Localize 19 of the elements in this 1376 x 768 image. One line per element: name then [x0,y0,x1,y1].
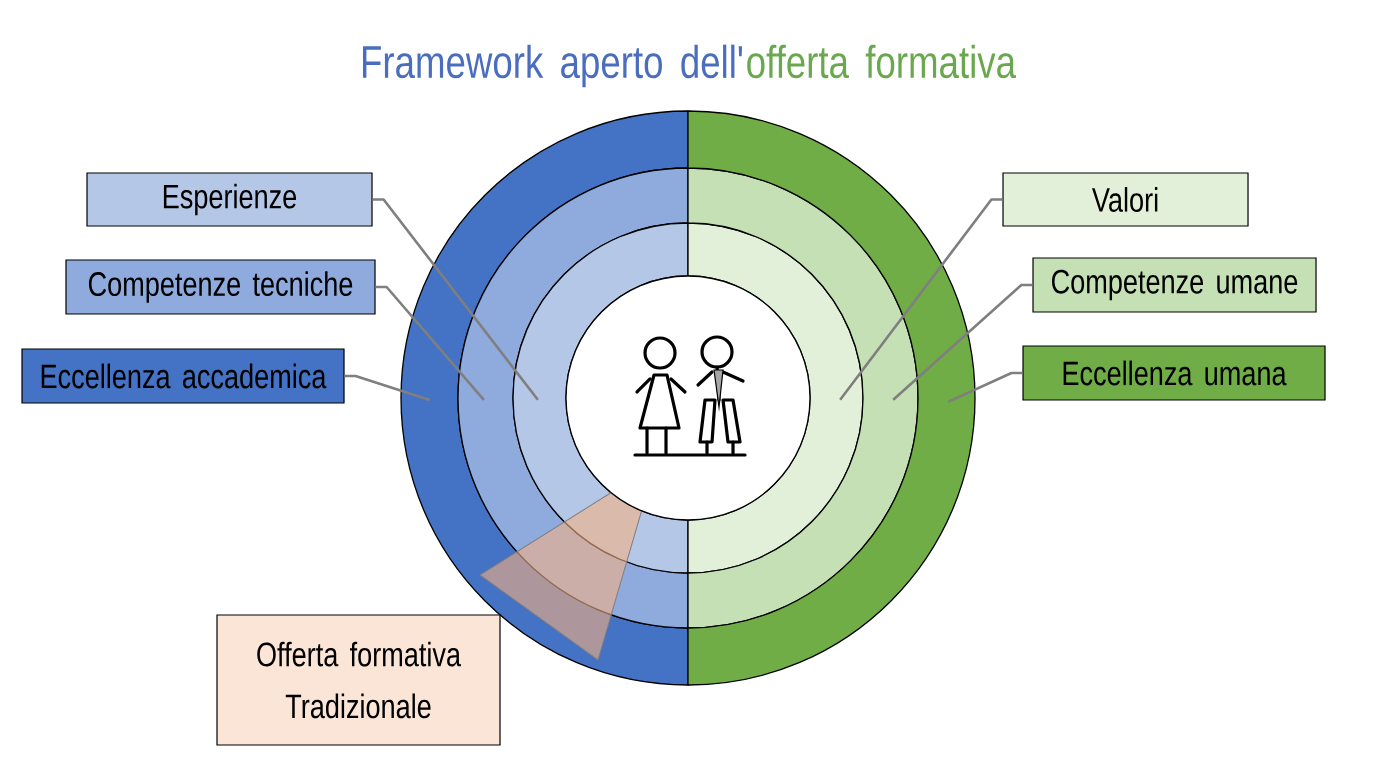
label-box: Eccellenza umana [1022,345,1326,401]
label-box: Esperienze [86,172,373,227]
label-box: Eccellenza accademica [21,348,345,404]
label-box: Competenze umane [1032,257,1317,313]
leader-line [344,374,431,402]
leader-line [375,285,485,401]
label-box: Offerta formativa Tradizionale [216,614,501,746]
leader-line [839,198,1003,401]
ring-segment [687,110,976,686]
leader-line [892,283,1033,401]
title: Framework aperto dell'offerta formativa [363,44,1016,88]
ring-segment [687,167,919,629]
ring-segment [512,222,689,574]
leader-line [372,198,539,401]
label-box: Valori [1002,172,1249,227]
label-box: Competenze tecniche [65,259,376,315]
ring-segment [457,167,689,629]
ring-segment [687,222,864,574]
leader-line [947,371,1023,404]
